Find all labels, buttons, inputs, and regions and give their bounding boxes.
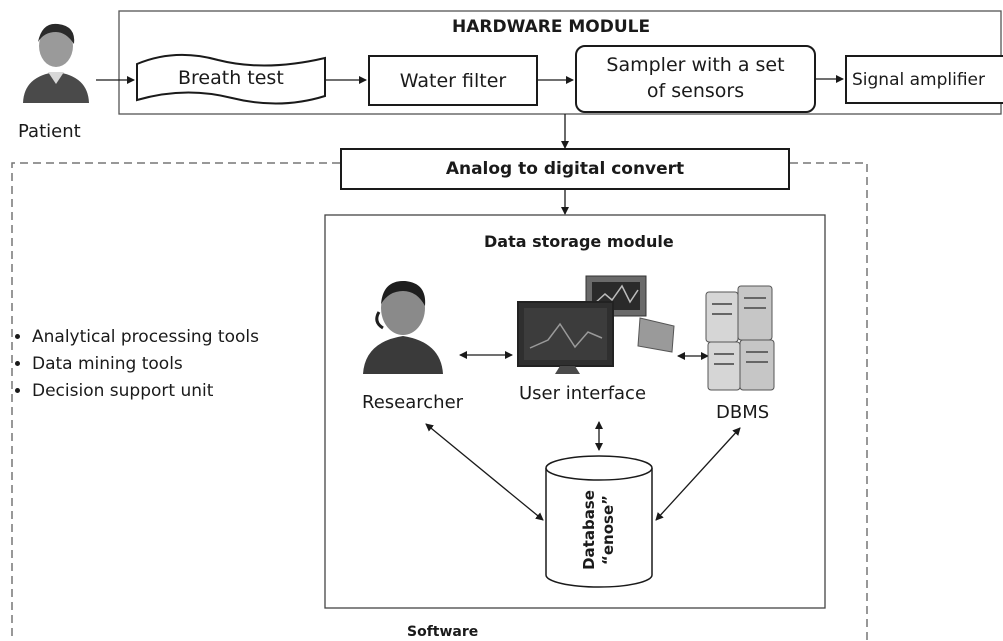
list-item: Data mining tools [32,351,259,378]
step-sampler: Sampler with a set of sensors [575,45,816,113]
step-signal-amplifier-label: Signal amplifier [852,69,985,90]
storage-module-title: Data storage module [484,232,674,251]
researcher-label: Researcher [362,392,464,413]
step-breath-test: Breath test [178,67,284,89]
breath-test-shape [136,53,326,105]
patient-icon [23,23,89,103]
tools-list: Analytical processing tools Data mining … [10,324,259,405]
arrow-researcher-database [425,423,544,521]
list-item: Decision support unit [32,378,259,405]
user-interface-label: User interface [519,383,647,404]
database-label-line1: Database [580,490,598,570]
step-sampler-label: Sampler with a set of sensors [606,54,785,102]
adc-box: Analog to digital convert [340,148,790,190]
patient-label: Patient [18,121,81,142]
computer-monitor-icon [517,275,675,374]
step-signal-amplifier: Signal amplifier [845,55,1003,104]
hardware-module-title: HARDWARE MODULE [452,17,651,37]
database-cylinder-icon [545,455,653,588]
researcher-icon [363,280,443,374]
software-dashed-frame [11,162,868,641]
database-label: Database “enose” [580,490,618,570]
database-label-line2: “enose” [599,495,617,565]
dbms-server-icon [705,285,775,391]
step-water-filter-label: Water filter [399,69,507,92]
dbms-label: DBMS [716,402,770,423]
list-item: Analytical processing tools [32,324,259,351]
arrow-dbms-database [655,427,741,521]
adc-label: Analog to digital convert [445,159,685,179]
step-water-filter: Water filter [368,55,538,106]
software-label: Software [407,624,479,640]
